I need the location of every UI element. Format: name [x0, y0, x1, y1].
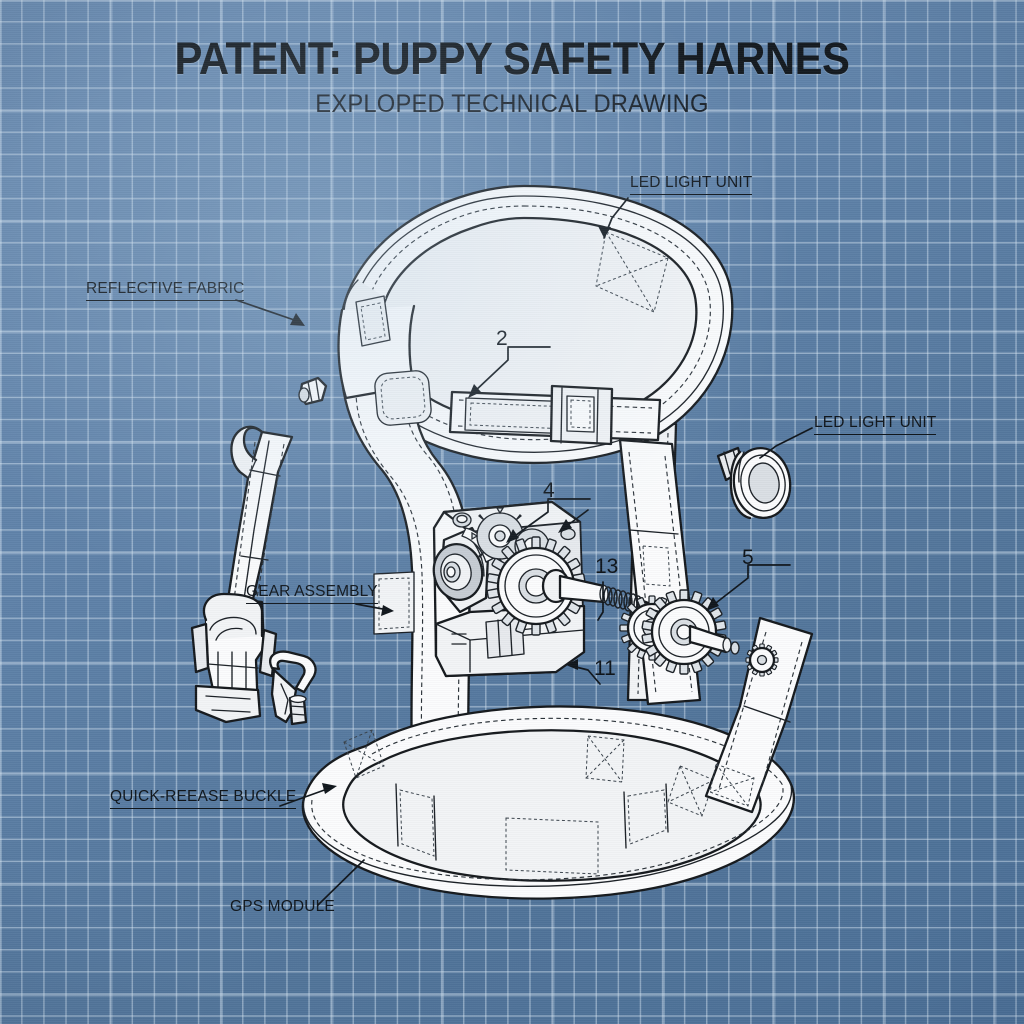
leader-lines — [235, 197, 813, 906]
label-led-light-unit-top: LED LIGHT UNIT — [630, 174, 753, 196]
label-gps-module: GPS MODULE — [230, 898, 335, 915]
detail-motor — [432, 526, 495, 614]
label-reflective-fabric: REFLECTIVE FABRIC — [86, 280, 245, 302]
page-title: PATENT: PUPPY SAFETY HARNES — [174, 33, 850, 84]
label-quick-release-buckle: QUICK-REEASE BUCKLE — [110, 788, 297, 810]
ref-numeral-5: 5 — [742, 546, 754, 569]
detail-main-spur-gear — [486, 536, 586, 636]
detail-gear-train — [471, 507, 586, 636]
detail-loose-pinion — [745, 643, 779, 677]
detail-belt-patches — [343, 729, 715, 875]
detail-panel-patch-small — [355, 295, 391, 347]
ref-numeral-4: 4 — [543, 479, 555, 502]
title-block: PATENT: PUPPY SAFETY HARNES EXPLOPED TEC… — [0, 36, 1024, 117]
part-led-puck — [716, 446, 792, 520]
detail-coil-spring — [603, 586, 643, 615]
ref-numeral-13: 13 — [595, 555, 619, 578]
part-adjuster-buckle — [549, 384, 614, 446]
part-d-ring-clip — [269, 650, 317, 726]
page-subtitle: EXPLOPED TECHNICAL DRAWING — [315, 90, 709, 118]
part-harness-body — [301, 184, 814, 900]
part-small-fastener — [298, 376, 328, 406]
detail-panel-patch-upper — [374, 370, 432, 426]
part-quick-release-buckle — [190, 592, 278, 724]
label-led-light-unit-right: LED LIGHT UNIT — [814, 414, 937, 436]
detail-led-patch-collar — [595, 231, 669, 313]
ref-numeral-11: 11 — [594, 657, 616, 680]
ref-numeral-2: 2 — [496, 327, 508, 350]
part-gearbox-assembly — [432, 500, 779, 678]
part-detached-strap — [190, 425, 294, 724]
label-gear-assembly: GEAR ASSEMBLY — [246, 583, 378, 605]
detail-panel-patch-lower — [373, 571, 415, 635]
